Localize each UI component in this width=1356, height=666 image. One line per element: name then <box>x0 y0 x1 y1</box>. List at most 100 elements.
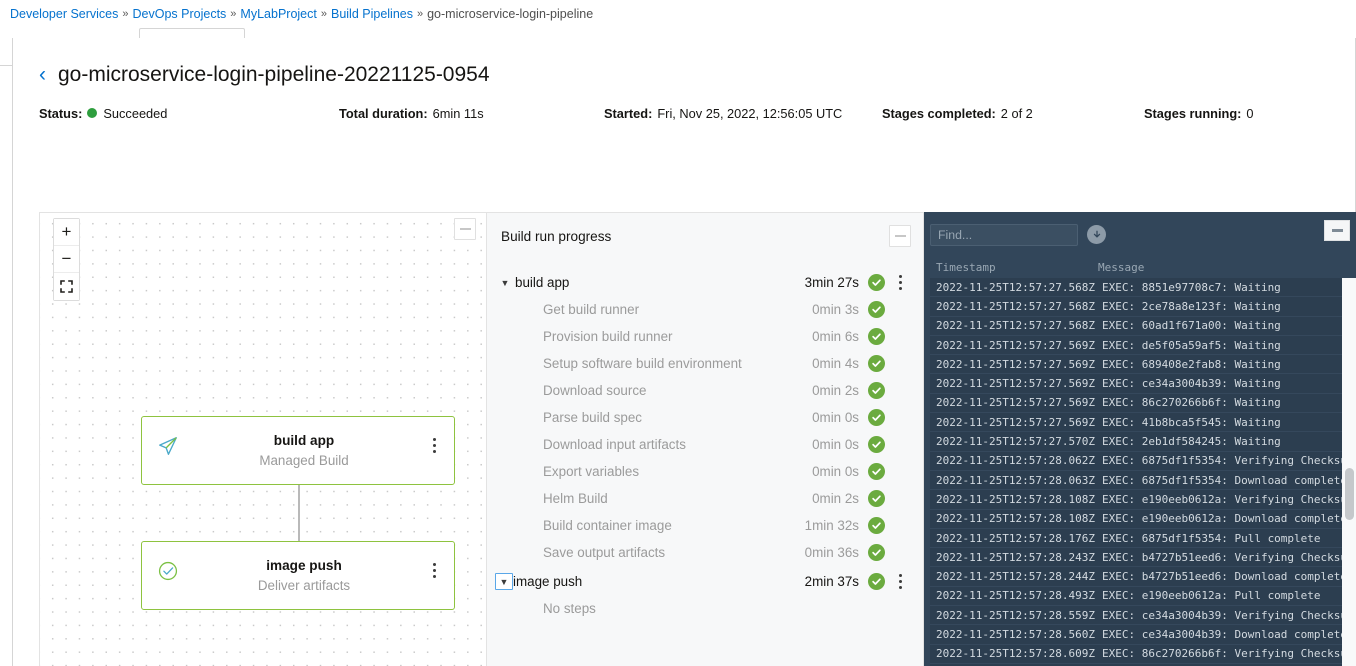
pipeline-node-image-push[interactable]: image push Deliver artifacts <box>141 541 455 610</box>
log-scrollbar[interactable] <box>1342 278 1356 666</box>
kebab-icon <box>898 275 902 290</box>
stage-name: build app <box>515 275 570 290</box>
download-circle-icon[interactable] <box>1087 225 1106 244</box>
success-check-icon <box>868 436 885 453</box>
success-check-icon <box>868 409 885 426</box>
stage-overflow-menu-button[interactable] <box>889 574 911 589</box>
started-label: Started: <box>604 105 653 121</box>
log-column-headers: Timestamp Message <box>924 257 1356 277</box>
log-timestamp: 2022-11-25T12:57:27.569Z <box>936 338 1095 352</box>
log-lines-container[interactable]: 2022-11-25T12:57:27.568Z EXEC: 8851e97708… <box>930 278 1342 666</box>
success-check-icon <box>868 573 885 590</box>
chevron-down-icon[interactable]: ▼ <box>500 277 510 288</box>
started-value: Fri, Nov 25, 2022, 12:56:05 UTC <box>657 105 843 121</box>
stage-overflow-menu-button[interactable] <box>889 275 911 290</box>
step-duration: 0min 4s <box>812 356 859 371</box>
success-check-icon <box>868 490 885 507</box>
stage-name: image push <box>513 574 583 589</box>
success-check-icon <box>868 382 885 399</box>
canvas-collapse-button[interactable] <box>454 218 476 240</box>
log-timestamp: 2022-11-25T12:57:28.108Z <box>936 492 1095 506</box>
step-duration: 0min 2s <box>812 383 859 398</box>
log-timestamp: 2022-11-25T12:57:27.569Z <box>936 415 1095 429</box>
log-message: EXEC: e190eeb0612a: Verifying Checksum <box>1102 492 1342 506</box>
step-name: Export variables <box>543 464 640 479</box>
kebab-icon <box>432 438 436 453</box>
node-overflow-menu-button[interactable] <box>414 563 454 588</box>
node-subtitle: Deliver artifacts <box>257 577 351 593</box>
status-dot-icon <box>87 108 98 118</box>
breadcrumb-separator: » <box>230 8 237 20</box>
log-message: EXEC: 8851e97708c7: Waiting <box>1102 280 1281 294</box>
log-timestamp: 2022-11-25T12:57:28.560Z <box>936 627 1095 641</box>
total-duration: Total duration: 6min 11s <box>339 106 604 121</box>
zoom-out-icon[interactable]: − <box>54 246 79 273</box>
log-col-message: Message <box>1098 260 1145 274</box>
success-check-icon <box>868 463 885 480</box>
pipeline-canvas[interactable]: + − buil <box>39 212 487 666</box>
log-toolbar <box>924 212 1356 257</box>
zoom-in-icon[interactable]: + <box>54 219 79 246</box>
step-name: Download input artifacts <box>543 437 686 452</box>
log-timestamp: 2022-11-25T12:57:28.062Z <box>936 454 1095 468</box>
zoom-controls: + − <box>53 218 80 301</box>
chevron-down-icon[interactable]: ▼ <box>495 573 513 590</box>
status-value: Succeeded <box>103 105 168 121</box>
minimize-icon <box>1331 229 1343 232</box>
step-name: Setup software build environment <box>543 356 742 371</box>
paper-plane-icon <box>142 435 194 467</box>
log-line: 2022-11-25T12:57:27.568Z EXEC: 8851e97708… <box>930 278 1342 298</box>
log-scrollbar-thumb[interactable] <box>1345 468 1354 520</box>
no-steps-message: No steps <box>543 601 596 616</box>
log-timestamp: 2022-11-25T12:57:27.568Z <box>936 319 1095 333</box>
fit-to-screen-icon[interactable] <box>54 273 79 300</box>
step-row[interactable]: Download input artifacts 0min 0s <box>487 431 923 458</box>
success-check-icon <box>868 544 885 561</box>
log-find-input[interactable] <box>930 223 1078 246</box>
log-timestamp: 2022-11-25T12:57:28.493Z <box>936 589 1095 603</box>
minimize-icon <box>894 235 906 237</box>
log-message: EXEC: e190eeb0612a: Download complete <box>1102 512 1342 526</box>
chevron-left-icon[interactable]: ‹ <box>39 63 46 86</box>
log-line: 2022-11-25T12:57:28.108Z EXEC: e190eeb061… <box>930 490 1342 510</box>
step-duration: 0min 0s <box>812 437 859 452</box>
step-name: Parse build spec <box>543 410 642 425</box>
stage-row-image-push[interactable]: ▼image push 2min 37s <box>487 568 923 595</box>
breadcrumb-item-1[interactable]: DevOps Projects <box>132 7 227 21</box>
breadcrumb-item-0[interactable]: Developer Services <box>10 7 119 21</box>
breadcrumb-item-2[interactable]: MyLabProject <box>240 7 317 21</box>
success-check-icon <box>868 355 885 372</box>
status-label: Status: <box>39 105 83 121</box>
progress-collapse-button[interactable] <box>889 225 911 247</box>
log-timestamp: 2022-11-25T12:57:27.568Z <box>936 280 1095 294</box>
step-row[interactable]: Setup software build environment 0min 4s <box>487 350 923 377</box>
kebab-icon <box>432 563 436 578</box>
log-message: EXEC: b4727b51eed6: Verifying Checksum <box>1102 550 1342 564</box>
step-duration: 0min 36s <box>804 545 859 560</box>
log-line: 2022-11-25T12:57:28.108Z EXEC: e190eeb061… <box>930 510 1342 529</box>
status-summary-bar: Status: Succeeded Total duration: 6min 1… <box>13 94 1355 132</box>
log-message: EXEC: 2eb1df584245: Waiting <box>1102 435 1281 449</box>
log-message: EXEC: 6875df1f5354: Pull complete <box>1102 531 1321 545</box>
pipeline-node-build-app[interactable]: build app Managed Build <box>141 416 455 485</box>
log-timestamp: 2022-11-25T12:57:28.108Z <box>936 512 1095 526</box>
node-overflow-menu-button[interactable] <box>414 438 454 463</box>
breadcrumb-item-3[interactable]: Build Pipelines <box>330 7 413 21</box>
step-name: Get build runner <box>543 302 640 317</box>
log-collapse-button[interactable] <box>1324 220 1350 241</box>
log-timestamp: 2022-11-25T12:57:27.568Z <box>936 299 1095 313</box>
stage-duration: 2min 37s <box>804 574 859 589</box>
